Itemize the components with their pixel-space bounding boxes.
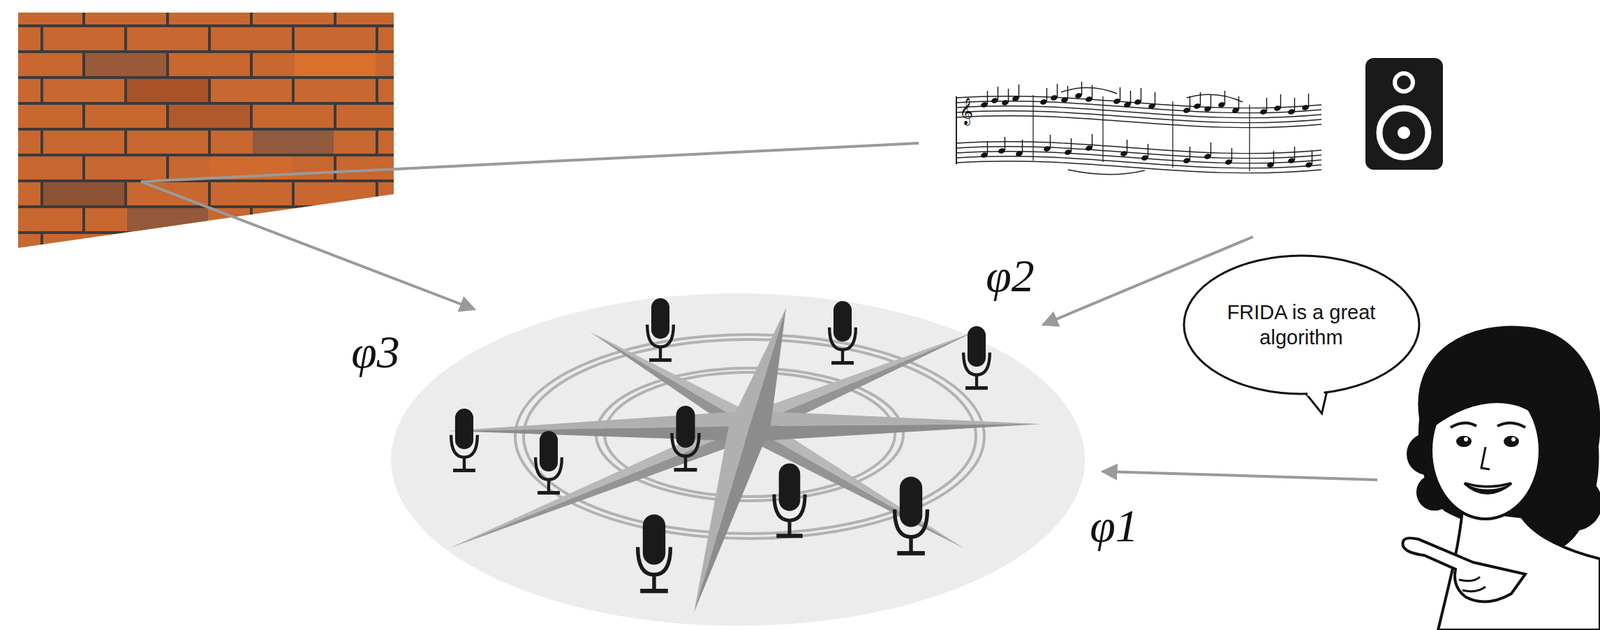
- music-notes: [980, 81, 1314, 169]
- angle-label: φ2: [985, 252, 1035, 299]
- angle-label: φ1: [1089, 502, 1139, 549]
- bubble-ellipse: [1183, 255, 1420, 394]
- sheet-music: 𝄞: [956, 87, 1322, 174]
- bubble-join: [1307, 388, 1324, 396]
- bubble-text: FRIDA is a great algorithm: [1224, 299, 1379, 351]
- bubble-outline: [1181, 253, 1422, 396]
- loudspeaker: [1365, 57, 1443, 170]
- svg-text:𝄞: 𝄞: [959, 96, 974, 126]
- array-area: [390, 293, 1085, 626]
- angle-label: φ3: [351, 328, 400, 375]
- brick-wall: [0, 0, 419, 280]
- compass-rose: [448, 307, 1041, 613]
- microphone-array: [450, 298, 990, 591]
- speech-bubble: FRIDA is a great algorithm: [1181, 253, 1422, 396]
- speaking-woman: [1402, 327, 1600, 630]
